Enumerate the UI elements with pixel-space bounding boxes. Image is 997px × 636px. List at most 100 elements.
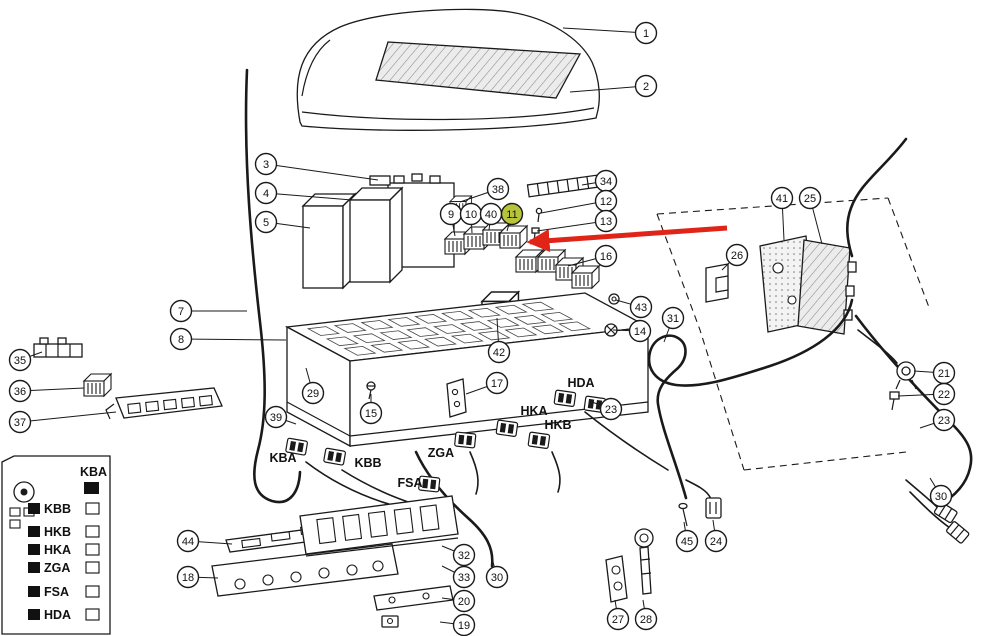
callout-20: 20 <box>441 589 476 613</box>
label-text: HKB <box>544 418 571 432</box>
legend-item-ZGA: ZGA <box>28 561 100 575</box>
callout-29: 29 <box>301 367 325 405</box>
callout-36: 36 <box>8 379 85 403</box>
label-text: ZGA <box>44 561 70 575</box>
connector-label-FSA: FSA <box>398 476 423 490</box>
callout-circle <box>254 152 278 176</box>
dashed-panel-outline <box>656 197 931 471</box>
legend-outline-box <box>85 561 100 574</box>
label-text: KBA <box>80 465 107 479</box>
callout-32: 32 <box>441 543 476 567</box>
callout-42: 42 <box>487 317 511 364</box>
callout-40: 40 <box>479 202 503 231</box>
callout-31: 31 <box>661 306 685 343</box>
left-harness-cable <box>244 68 302 504</box>
callout-21: 21 <box>913 361 956 385</box>
fuse-slot <box>531 324 565 335</box>
callout-number: 5 <box>263 217 269 229</box>
callout-number: 12 <box>600 196 612 208</box>
legend-item-HDA: HDA <box>28 608 100 622</box>
bracket-26 <box>705 263 729 303</box>
callout-number: 35 <box>14 355 26 367</box>
fuse-slot-grid <box>306 301 592 356</box>
callout-number: 23 <box>938 415 950 427</box>
connector-label-KBB: KBB <box>354 456 381 470</box>
callout-30: 30 <box>485 557 509 589</box>
legend-item-FSA: FSA <box>28 585 100 599</box>
callout-circle <box>176 565 200 589</box>
callout-18: 18 <box>176 565 219 589</box>
callout-23: 23 <box>591 397 623 421</box>
fuse-slot <box>486 318 520 328</box>
callout-33: 33 <box>441 565 476 589</box>
callout-14: 14 <box>612 319 652 343</box>
callout-circle <box>932 382 956 406</box>
main-fuse-box <box>284 292 651 448</box>
callout-circle <box>452 543 476 567</box>
legend-swatch <box>84 482 99 494</box>
label-text: FSA <box>398 476 423 490</box>
legend-swatch <box>28 609 40 620</box>
callout-number: 19 <box>458 620 470 632</box>
label-text: HKA <box>44 543 71 557</box>
strip-connector-35 <box>33 337 83 358</box>
mount-plate-25 <box>797 239 857 335</box>
callout-number: 13 <box>600 216 612 228</box>
callout-circle <box>452 565 476 589</box>
callout-leader-line <box>265 192 353 201</box>
legend-swatch <box>28 503 40 514</box>
bracket-17 <box>446 378 467 418</box>
plug-right-b <box>946 521 970 544</box>
fuse-slot <box>406 327 440 337</box>
label-text: FSA <box>44 585 69 599</box>
fuse-slot <box>540 311 574 322</box>
callout-number: 32 <box>458 550 470 562</box>
fuse-slot <box>325 336 359 347</box>
callout-circle <box>798 186 822 210</box>
callout-circle <box>254 210 278 234</box>
callout-number: 23 <box>605 404 617 416</box>
legend-swatch <box>28 586 40 597</box>
fuse-slot <box>352 333 386 344</box>
label-text: KBB <box>354 456 381 470</box>
grommet-14 <box>604 323 618 337</box>
callout-circle <box>8 379 32 403</box>
fuse-slot <box>343 345 377 356</box>
callout-26: 26 <box>721 243 749 271</box>
callout-number: 15 <box>365 408 377 420</box>
legend-item-KBA: KBA <box>80 465 107 494</box>
callout-number: 22 <box>938 389 950 401</box>
cover-window-hatched <box>375 41 582 99</box>
legend-item-KBB: KBB <box>28 502 100 516</box>
legend-outline-box <box>85 585 100 598</box>
callout-number: 41 <box>776 193 788 205</box>
callout-1: 1 <box>562 21 658 45</box>
label-text: KBB <box>44 502 71 516</box>
callout-circle <box>634 21 658 45</box>
connector-label-ZGA: ZGA <box>428 446 454 460</box>
legend-outline-box <box>85 502 100 515</box>
callout-circle <box>629 295 653 319</box>
slotted-strip-37 <box>105 387 223 420</box>
callout-19: 19 <box>439 613 476 636</box>
callout-13: 13 <box>536 209 618 233</box>
clamp-28 <box>634 528 654 595</box>
callout-number: 14 <box>634 326 646 338</box>
callout-circle <box>359 401 383 425</box>
fuse-slot <box>414 314 448 324</box>
label-text: ZGA <box>428 446 454 460</box>
bracket-27 <box>605 555 628 603</box>
callout-number: 9 <box>448 209 454 221</box>
callout-number: 29 <box>307 388 319 400</box>
callout-circle <box>8 410 32 434</box>
label-text: HDA <box>44 608 71 622</box>
callout-circle <box>486 177 510 201</box>
callout-leader-line <box>536 220 607 232</box>
fuse-slot <box>360 320 394 330</box>
callout-34: 34 <box>581 169 618 193</box>
callout-circle <box>301 381 325 405</box>
label-text: HDA <box>567 376 594 390</box>
